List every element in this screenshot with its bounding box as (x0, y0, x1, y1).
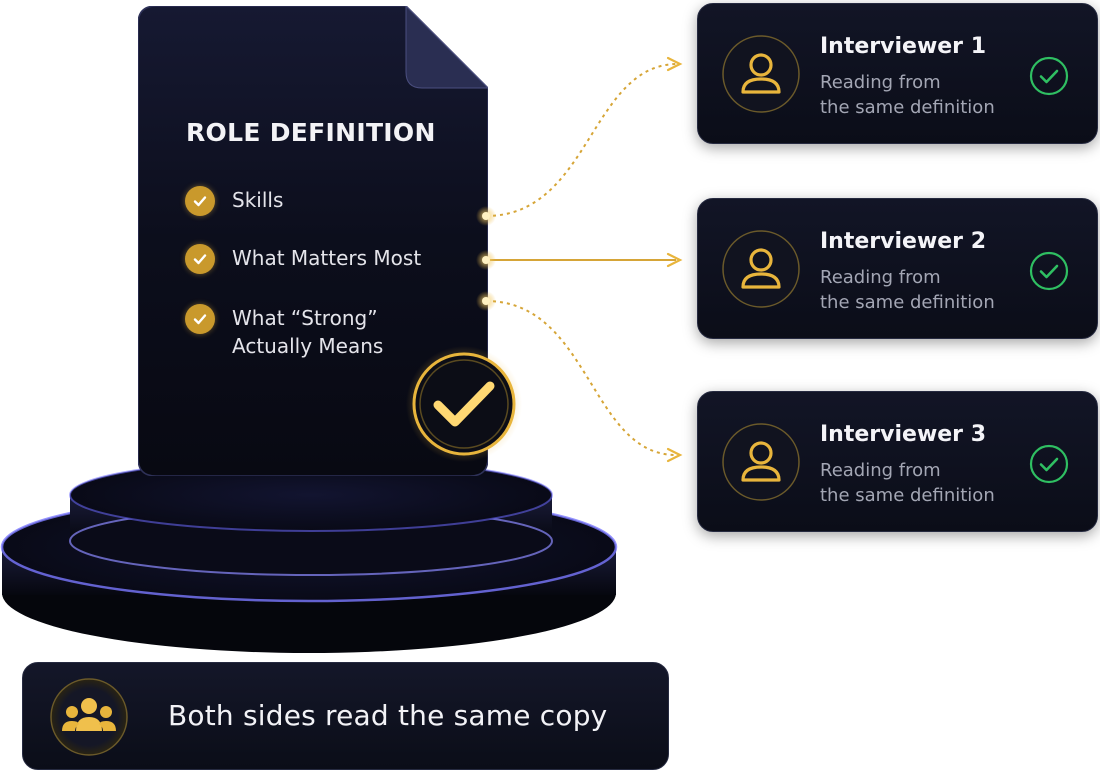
check-circle-icon (1029, 251, 1069, 291)
arrowhead-2 (666, 252, 683, 268)
arrowhead-3 (666, 447, 683, 463)
check-circle-icon (1029, 444, 1069, 484)
podium (0, 458, 618, 653)
arrowhead-1 (666, 56, 683, 72)
user-icon (722, 423, 800, 501)
interviewer-name: Interviewer 3 (820, 422, 986, 447)
interviewer-description: Reading from the same definition (820, 72, 995, 118)
interviewer-name: Interviewer 1 (820, 34, 986, 59)
document-title: ROLE DEFINITION (186, 118, 436, 147)
interviewer-description: Reading from the same definition (820, 460, 995, 506)
shared-copy-banner: Both sides read the same copy (22, 662, 669, 770)
approved-badge-icon (406, 346, 522, 462)
user-icon (722, 35, 800, 113)
banner-text: Both sides read the same copy (168, 699, 608, 732)
document-item-what-matters-most: What Matters Most (185, 244, 421, 274)
interviewer-description: Reading from the same definition (820, 267, 995, 313)
interviewer-card-2: Interviewer 2 Reading from the same defi… (697, 198, 1098, 339)
interviewer-card-1: Interviewer 1 Reading from the same defi… (697, 3, 1098, 144)
checkmark-icon (185, 186, 215, 216)
connector-line-1 (485, 63, 677, 217)
checkmark-icon (185, 244, 215, 274)
document-item-what-strong-means: What “Strong” Actually Means (185, 304, 383, 360)
team-icon (50, 678, 128, 756)
check-circle-icon (1029, 56, 1069, 96)
interviewer-card-3: Interviewer 3 Reading from the same defi… (697, 391, 1098, 532)
role-definition-document (138, 6, 488, 476)
document-item-label: What Matters Most (232, 246, 422, 270)
checkmark-icon (185, 304, 215, 334)
interviewer-name: Interviewer 2 (820, 229, 986, 254)
document-item-label: What “Strong” Actually Means (232, 306, 384, 358)
document-item-skills: Skills (185, 186, 283, 216)
user-icon (722, 230, 800, 308)
document-item-label: Skills (232, 188, 284, 212)
